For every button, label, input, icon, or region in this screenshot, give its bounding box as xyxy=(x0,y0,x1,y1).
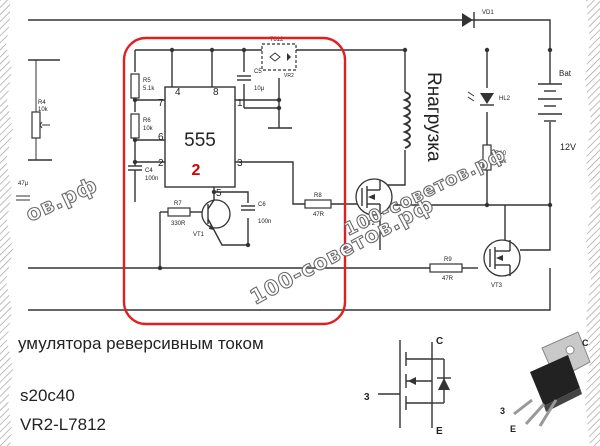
pin-1: 1 xyxy=(237,98,243,109)
c4-label: C4 xyxy=(145,168,153,174)
battery xyxy=(538,60,562,122)
mosfet-pinout-symbol xyxy=(378,340,451,428)
regulator-arrow xyxy=(287,53,291,61)
resistor-r9 xyxy=(429,263,463,273)
transistor-vt3 xyxy=(483,239,521,277)
pin-7: 7 xyxy=(158,98,164,109)
r8-label: R8 xyxy=(314,193,322,199)
r7-value: 330R xyxy=(171,221,186,227)
left-cap-value: 47µ xyxy=(18,181,29,187)
pin-gate: 3 xyxy=(364,392,370,403)
c6-value: 100n xyxy=(258,219,271,225)
resistor-r8 xyxy=(304,199,332,209)
r10-value: 3.3k xyxy=(495,159,507,165)
vt3-label: VT3 xyxy=(491,283,503,289)
ic-marker: 2 xyxy=(192,162,201,179)
r5-value: 5.1k xyxy=(143,86,155,92)
c6-label: C6 xyxy=(258,202,266,208)
junctions xyxy=(132,47,553,271)
transistor-vt2 xyxy=(355,178,393,216)
resistor-r4 xyxy=(31,111,41,139)
pkg-pin-gate: 3 xyxy=(500,406,505,416)
load-label: Rнагрузка xyxy=(423,72,444,162)
caption-line-1: умулятора реверсивным током xyxy=(18,334,264,353)
r6-value: 10k xyxy=(143,126,154,132)
pkg-pin-source: Е xyxy=(510,424,516,434)
regulator-label: 7812 xyxy=(270,37,284,43)
r9-label: R9 xyxy=(444,257,452,263)
led-hl2 xyxy=(467,91,494,106)
pin-3: 3 xyxy=(237,158,243,169)
c5-value: 10µ xyxy=(254,86,265,92)
vt2-label: VT2 xyxy=(364,221,376,227)
torn-edge-right xyxy=(585,0,600,446)
to220-package xyxy=(513,331,591,427)
caption-line-3: VR2-L7812 xyxy=(20,415,106,434)
pin-6: 6 xyxy=(158,132,164,143)
pin-2: 2 xyxy=(158,158,164,169)
vt1-label: VT1 xyxy=(193,232,205,238)
r8-value: 47R xyxy=(313,212,325,218)
ic-555 xyxy=(164,86,236,188)
resistor-r10 xyxy=(482,144,492,171)
resistor-r5 xyxy=(130,73,140,99)
pin-source: Е xyxy=(436,426,443,437)
wiring xyxy=(28,19,551,311)
resistor-r6 xyxy=(130,113,140,139)
diode-vd1 xyxy=(440,12,500,28)
r6-label: R6 xyxy=(143,118,151,124)
capacitor-c4 xyxy=(128,165,142,190)
pin-4: 4 xyxy=(175,87,181,98)
torn-edge xyxy=(0,0,13,446)
regulator-symbol xyxy=(269,52,281,62)
r5-label: R5 xyxy=(143,78,151,84)
pin-8: 8 xyxy=(213,87,219,98)
pin-drain: C xyxy=(436,336,443,347)
ic-label: 555 xyxy=(184,130,216,151)
caption-line-2: s20c40 xyxy=(20,386,75,405)
battery-label: Bat xyxy=(559,69,572,78)
r7-label: R7 xyxy=(174,201,182,207)
transistor-vt1 xyxy=(201,199,231,231)
watermark-3: ов.рф xyxy=(22,172,102,226)
load-coil xyxy=(402,91,411,149)
r4-label: R4 xyxy=(38,100,46,106)
hl2-label: HL2 xyxy=(499,96,511,102)
battery-voltage: 12V xyxy=(560,142,576,152)
resistor-r7 xyxy=(167,207,191,217)
highlight-frame xyxy=(122,36,347,326)
capacitor-c6 xyxy=(241,205,255,211)
r4-value: 10k xyxy=(38,107,49,113)
r10-label: R10 xyxy=(495,151,507,157)
c5-label: C5 xyxy=(254,69,262,75)
pkg-pin-drain: C xyxy=(582,338,589,348)
c4-value: 100n xyxy=(145,176,158,182)
regulator-name: VR2 xyxy=(284,73,294,79)
r9-value: 47R xyxy=(442,276,454,282)
pin-5: 5 xyxy=(216,188,222,199)
vd1-label: VD1 xyxy=(482,10,494,16)
capacitor-c5 xyxy=(237,75,251,81)
